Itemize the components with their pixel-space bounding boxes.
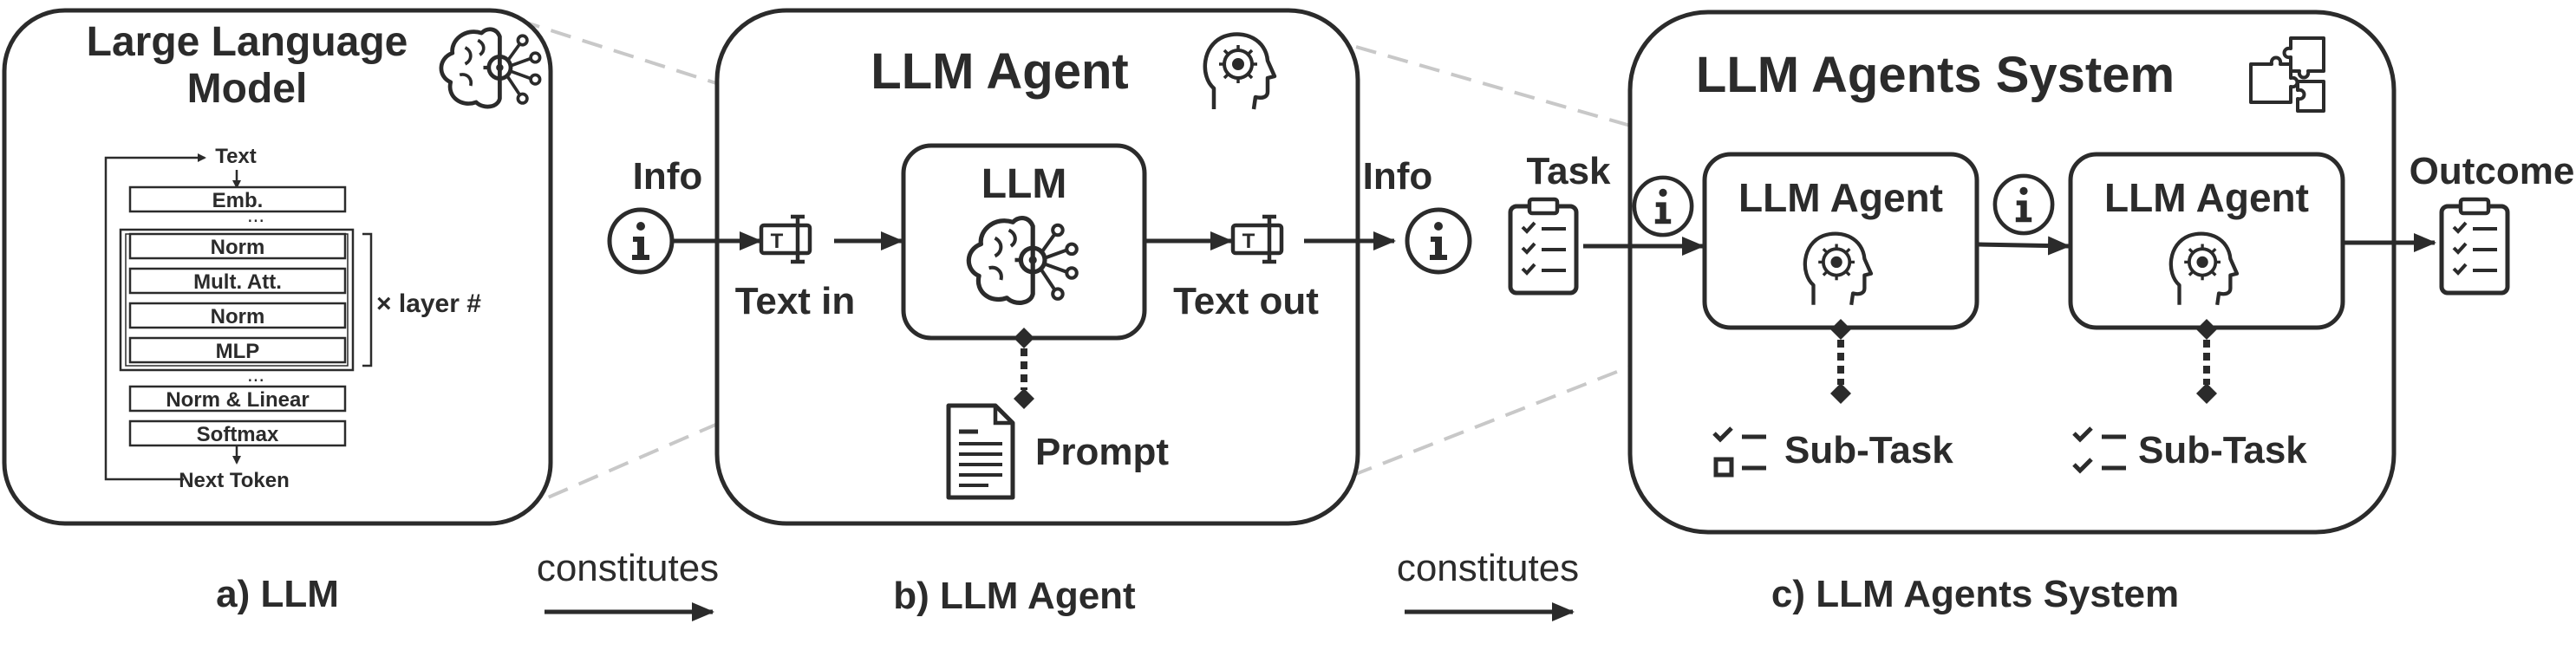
checklist-icon [2072,426,2126,474]
softmax-label: Softmax [197,423,279,446]
emb-label: Emb. [212,189,264,212]
norm-block-2 [128,302,347,329]
emb-block [128,185,347,213]
document-icon [946,403,1015,500]
caption-a: a) LLM [216,573,339,615]
norm-block-1 [128,232,347,260]
prompt-connector [1014,328,1034,409]
info-icon [1634,178,1692,235]
system-panel: LLM Agents System Task LLM Agent LLM Age… [1510,10,2575,535]
top-ellipsis: ... [247,204,264,227]
next-token-label: Next Token [179,469,290,492]
info-icon [610,210,672,272]
text-out-label: Text out [1173,280,1319,322]
arrow-agent1-to-agent2 [1978,236,2071,256]
softmax-block [128,419,347,447]
agent2-label: LLM Agent [2104,175,2309,220]
mult-att-block [128,267,347,295]
norm-label-1: Norm [211,236,265,259]
llm-panel-title-line2: Model [187,66,308,112]
task-label: Task [1526,150,1611,192]
constitutes-label-1: constitutes [537,547,719,589]
llm-panel-title-line1: Large Language [87,19,408,65]
agent1-label: LLM Agent [1738,175,1943,220]
norm-linear-block [128,385,347,413]
clipboard-checklist-icon [1510,199,1576,293]
layer-group-frame [119,228,355,372]
layer-repeat-brace [362,232,373,367]
text-cursor-icon [1233,217,1281,262]
mlp-block [128,336,347,364]
bottom-ellipsis: ... [247,363,264,387]
llm-panel: Large Language Model Text Emb. ... Norm … [2,8,553,526]
caption-c: c) LLM Agents System [1771,573,2179,615]
puzzle-icon [2249,36,2325,113]
subtask-connector [1830,319,1851,404]
input-text-label: Text [215,145,257,168]
info-out-label: Info [1363,155,1433,198]
constitutes-label-2: constitutes [1397,547,1579,589]
mult-att-label: Mult. Att. [193,270,282,294]
prompt-label: Prompt [1035,431,1169,473]
zoom-guide-line [487,9,940,156]
norm-linear-label: Norm & Linear [166,388,309,412]
clipboard-checklist-icon [2442,199,2508,293]
norm-label-2: Norm [211,305,265,328]
checklist-icon [1712,426,1766,478]
feedback-loop [104,153,206,481]
caption-b: b) LLM Agent [893,575,1136,617]
layer-repeat-label: × layer # [376,289,481,318]
captions: a) LLM constitutes b) LLM Agent constitu… [216,547,2179,621]
info-icon [1995,176,2052,233]
transformer-stack: Text Emb. ... Norm Mult. Att. Norm MLP ×… [104,145,481,492]
llm-box-label: LLM [981,161,1067,207]
text-in-label: Text in [735,280,856,322]
info-in-label: Info [633,155,703,198]
system-panel-frame [1627,10,2397,535]
text-cursor-icon [761,217,810,262]
subtask-connector [2196,319,2217,404]
subtask1-label: Sub-Task [1784,429,1953,471]
outcome-label: Outcome [2410,150,2575,192]
agent-panel: LLM Agent Info Text in LLM Text out Info [610,8,1470,526]
agent-panel-title: LLM Agent [871,43,1128,100]
info-icon [1407,210,1470,272]
system-panel-title: LLM Agents System [1696,47,2175,103]
mlp-label: MLP [216,340,260,363]
subtask2-label: Sub-Task [2138,429,2307,471]
